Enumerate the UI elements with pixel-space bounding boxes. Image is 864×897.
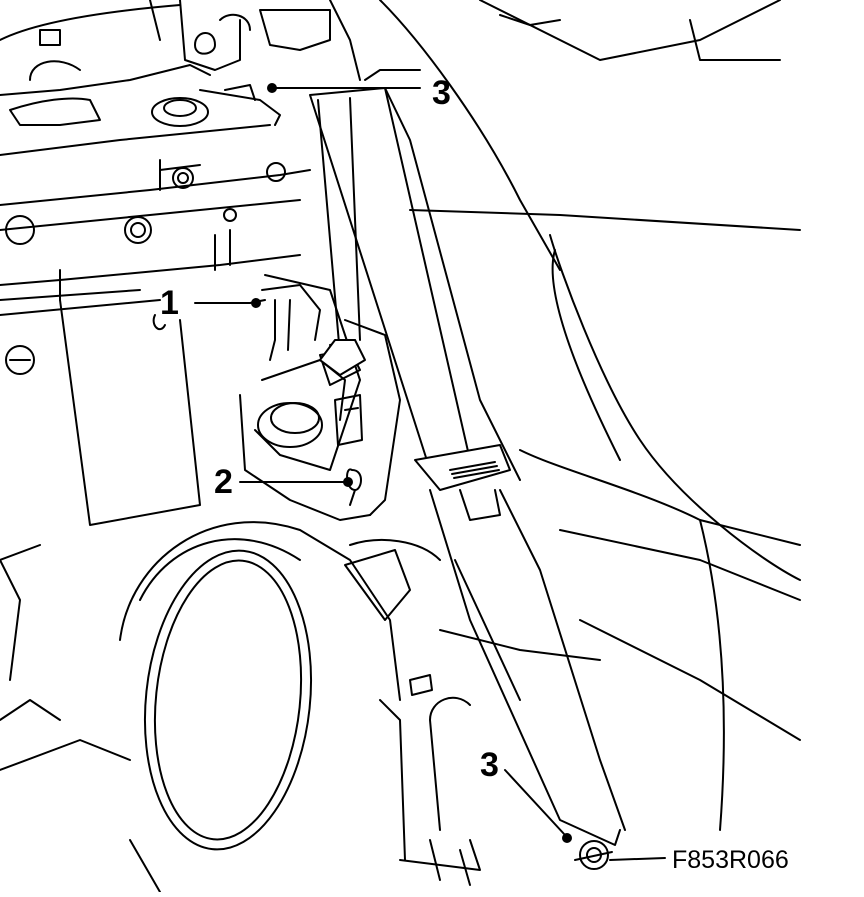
left-panel [0, 299, 201, 561]
callout-2: 2 [214, 463, 233, 501]
upper-body-frame [0, 0, 361, 375]
callout-3-bottom: 3 [480, 746, 499, 784]
figure-code: F853R066 [672, 846, 789, 874]
lower-panel [0, 539, 481, 893]
leader-lines [0, 87, 666, 861]
anchor-bolt [574, 840, 613, 870]
seat-belt-webbing [309, 69, 521, 481]
callout-1: 1 [160, 284, 179, 322]
pillar-trim [379, 0, 801, 831]
belt-guide [414, 444, 626, 846]
retractor-assembly [239, 274, 401, 521]
speaker-opening [119, 521, 401, 851]
callout-3-top: 3 [432, 74, 451, 112]
leader-dots [251, 83, 572, 843]
